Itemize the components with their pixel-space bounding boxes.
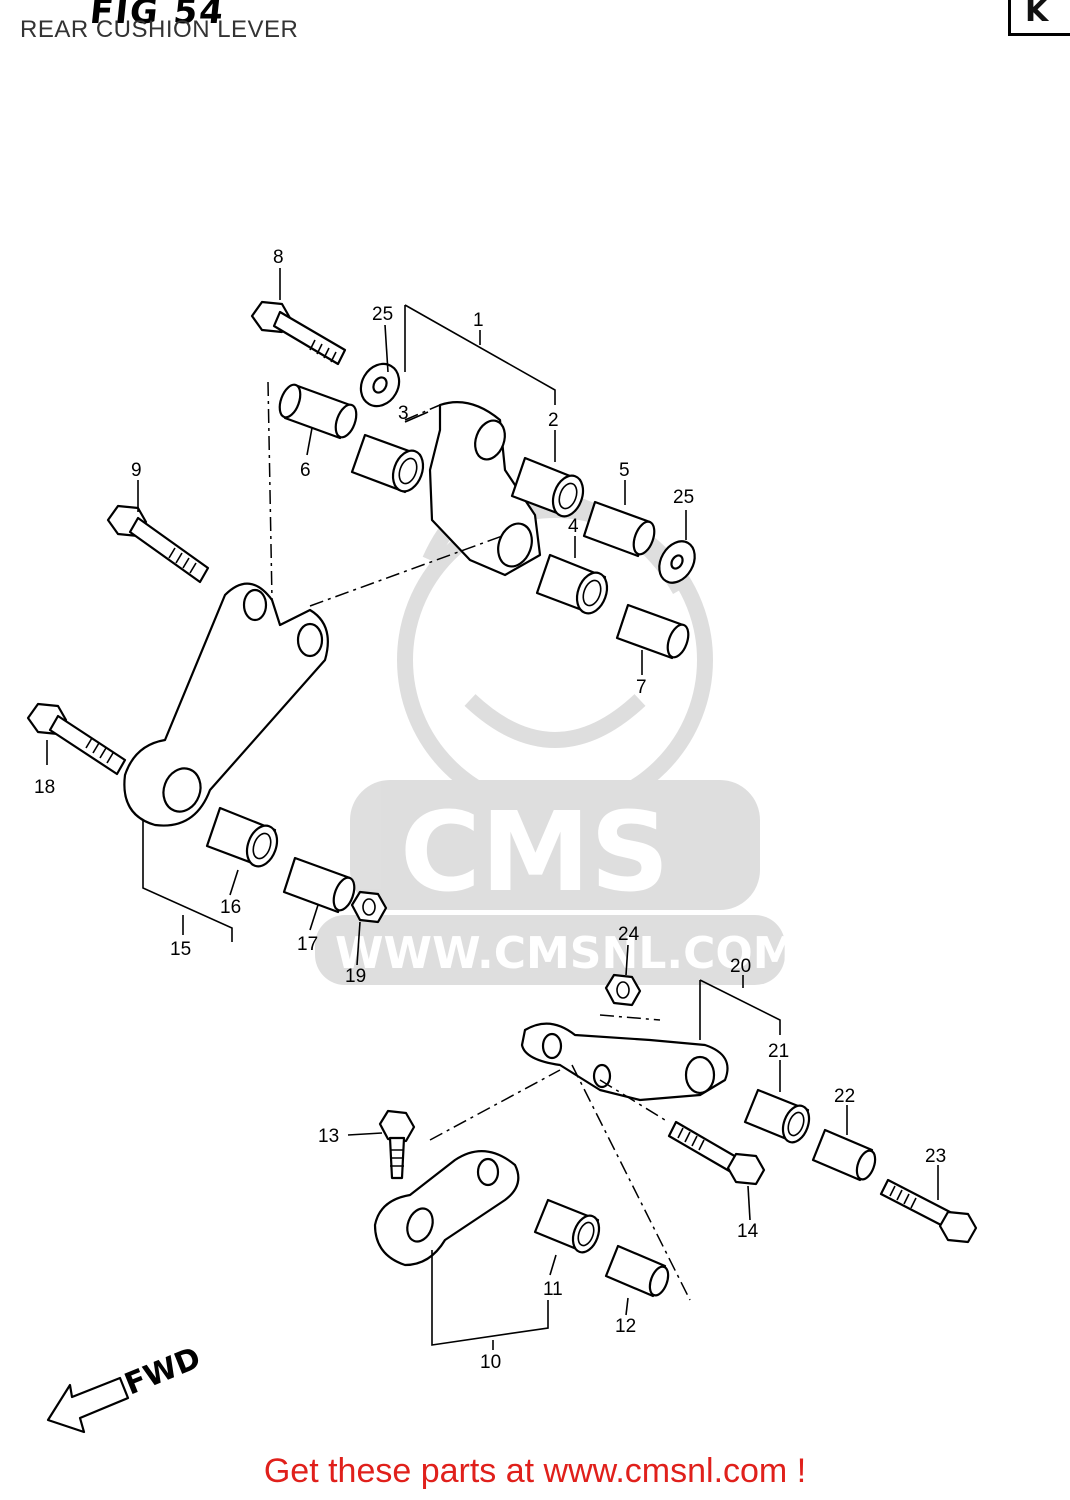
part-10-arm: [373, 1150, 520, 1267]
part-18-bolt: [26, 702, 127, 776]
callout-8: 8: [273, 247, 284, 268]
callout-10: 10: [480, 1352, 501, 1373]
part-23-bolt: [879, 1178, 978, 1244]
callout-4: 4: [568, 516, 579, 537]
watermark-url: WWW.CMSNL.COM: [335, 928, 797, 979]
part-14-bolt: [667, 1120, 766, 1186]
part-6-bushing: [278, 383, 358, 440]
part-22-bushing: [811, 1128, 877, 1182]
part-5-bushing: [582, 500, 656, 558]
callout-9: 9: [131, 460, 142, 481]
part-16-bearing: [205, 806, 279, 868]
part-7-bushing: [615, 603, 690, 660]
diagram-title: REAR CUSHION LEVER: [20, 16, 299, 43]
callout-17: 17: [297, 934, 318, 955]
callout-1: 1: [473, 310, 484, 331]
callout-25-right: 25: [673, 487, 694, 508]
part-17-bushing: [282, 856, 356, 914]
part-20-lever: [520, 1022, 729, 1102]
assembly-centerlines: [267, 381, 691, 1301]
callout-20: 20: [730, 956, 751, 977]
part-19-nut: [350, 890, 388, 924]
callout-labels: 1 2 3 4 5 6 7 8 9 10 11 12 13 14 15 16 1…: [34, 247, 946, 1373]
part-13-bolt: [378, 1109, 416, 1180]
callout-23: 23: [925, 1146, 946, 1167]
part-2-bearing: [510, 456, 585, 518]
callout-5: 5: [619, 460, 630, 481]
callout-13: 13: [318, 1126, 339, 1147]
fwd-label: FWD: [120, 1341, 206, 1403]
forward-arrow: FWD: [46, 1341, 206, 1434]
part-3-bearing: [350, 433, 425, 494]
part-1-cushion-lever: [428, 401, 542, 577]
callout-22: 22: [834, 1086, 855, 1107]
part-25-washer-top: [359, 362, 401, 408]
callout-15: 15: [170, 939, 191, 960]
callout-25-top: 25: [372, 304, 393, 325]
part-12-bushing: [604, 1244, 670, 1298]
callout-16: 16: [220, 897, 241, 918]
part-21-bearing: [743, 1088, 811, 1144]
leader-lines: [46, 268, 939, 1350]
callout-12: 12: [615, 1316, 636, 1337]
part-11-bearing: [533, 1198, 601, 1254]
callout-19: 19: [345, 966, 366, 987]
part-24-nut: [604, 973, 642, 1007]
corner-mark: K: [1008, 0, 1070, 36]
part-25-washer-right: [658, 540, 696, 584]
callout-7: 7: [636, 677, 647, 698]
watermark-brand: CMS: [400, 788, 669, 916]
callout-2: 2: [548, 410, 559, 431]
callout-3: 3: [398, 403, 409, 424]
callout-18: 18: [34, 777, 55, 798]
footer-cta[interactable]: Get these parts at www.cmsnl.com !: [263, 1452, 807, 1490]
part-4-bearing: [535, 553, 609, 615]
callout-21: 21: [768, 1041, 789, 1062]
cms-watermark: CMS WWW.CMSNL.COM: [315, 484, 797, 985]
callout-11: 11: [543, 1279, 563, 1300]
part-9-bolt: [106, 504, 210, 584]
part-8-bolt: [250, 300, 347, 366]
callout-6: 6: [300, 460, 311, 481]
callout-14: 14: [737, 1221, 759, 1242]
callout-24: 24: [618, 924, 640, 945]
part-15-cushion-rod: [123, 582, 329, 827]
